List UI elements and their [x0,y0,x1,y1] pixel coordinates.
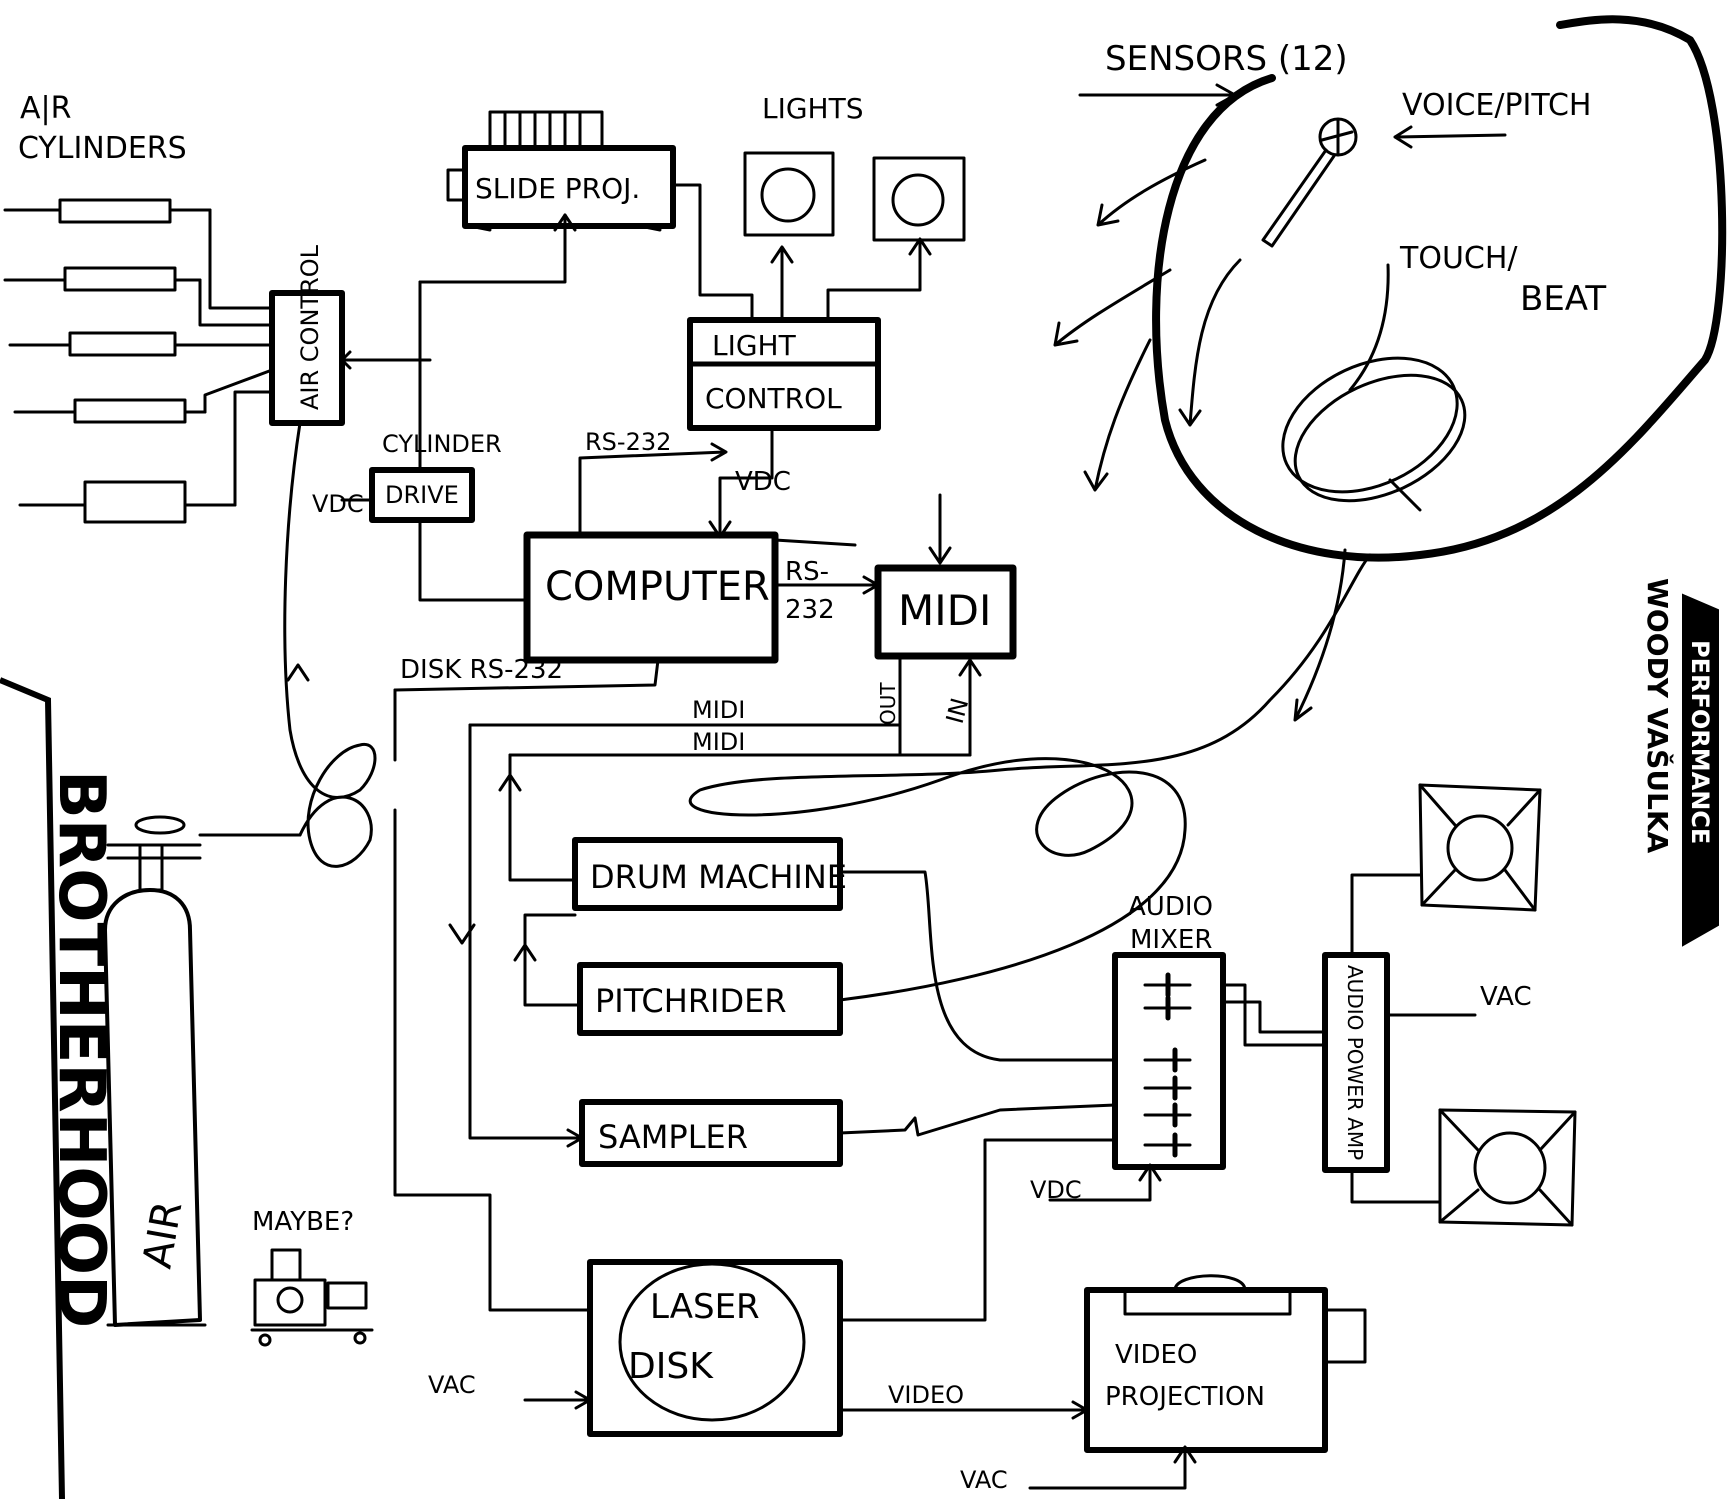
audio-power-amp-label: AUDIO POWER AMP [1343,965,1367,1160]
video-label: VIDEO [888,1381,964,1409]
sampler-label: SAMPLER [598,1118,748,1156]
air-cylinders-label: A|R [20,91,71,126]
air-cylinders-label: CYLINDERS [18,131,187,166]
midi-line-label: MIDI [692,728,745,756]
sensor-oval [1152,15,1727,562]
vac-label: VAC [428,1371,476,1399]
midi-out-label: OUT [876,682,900,725]
vac-label: VAC [1480,982,1532,1012]
cylinder-drive-box [369,467,475,523]
sensors-label: SENSORS (12) [1105,39,1348,79]
video-projection-label: PROJECTION [1105,1382,1265,1412]
video-projection-label: VIDEO [1115,1340,1197,1370]
vdc-label: VDC [1030,1176,1082,1204]
vac-label: VAC [960,1466,1008,1494]
lights-label: LIGHTS [762,92,864,125]
rs232-label: 232 [785,595,835,625]
laser-disk-player [587,1259,843,1437]
cylinder-label: CYLINDER [382,430,502,458]
touch-beat-label: TOUCH/ [1399,241,1518,276]
audio-mixer-label: AUDIO [1128,892,1213,922]
air-control-label: AIR CONTROL [296,244,324,410]
disk-rs232-label: DISK RS-232 [400,655,563,685]
rs232-label: RS- [785,557,829,587]
pitchrider-label: PITCHRIDER [595,982,787,1020]
slide-projector [446,110,676,232]
light-fixture [872,156,966,242]
brotherhood-title-block: BROTHERHOOD [0,677,118,1499]
brotherhood-title: BROTHERHOOD [44,770,118,1328]
air-cylinder [18,480,237,524]
air-cylinder [3,198,212,224]
laser-disk-label: LASER [650,1287,760,1327]
drum-machine-label: DRUM MACHINE [590,858,847,896]
slide-proj-label: SLIDE PROJ. [475,172,640,205]
computer-box [523,531,779,664]
sensor-arrows [1053,83,1507,722]
drive-label: DRIVE [385,481,459,509]
voice-pitch-label: VOICE/PITCH [1402,88,1591,123]
air-cylinder [3,266,202,292]
light-control-label: LIGHT [712,329,797,362]
rs232-label: RS-232 [585,428,671,456]
artist-name: WOODY VAŠULKA [1641,578,1675,854]
speaker [1418,783,1542,912]
speaker [1438,1108,1577,1227]
connections [283,183,1477,1490]
drum-pad [1281,356,1467,512]
audio-mixer-label: MIXER [1130,925,1212,955]
microphone [1261,117,1358,248]
air-tank-label: AIR [135,1198,192,1272]
maybe-label: MAYBE? [252,1207,354,1237]
midi-line-label: MIDI [692,696,745,724]
performance-title-block: PERFORMANCE WOODY VAŠULKA [1641,578,1719,947]
midi-box-label: MIDI [898,586,991,635]
audio-power-amp-box [1322,952,1390,1173]
laser-disk-label: DISK [628,1346,714,1387]
air-cylinder [8,331,232,357]
light-control-box [687,317,881,431]
vdc-label: VDC [312,490,364,518]
audio-mixer [1112,952,1226,1170]
air-tank [103,815,302,1327]
vdc-label: VDC [735,467,791,497]
drum-machine-box [572,837,843,911]
small-projector-sketch [250,1248,374,1347]
touch-beat-label: BEAT [1520,279,1606,319]
light-fixture [743,151,835,237]
light-control-label: CONTROL [705,382,842,415]
computer-label: COMPUTER [545,564,770,610]
video-projector [1084,1274,1367,1453]
midi-box [874,564,1017,660]
performance-title: PERFORMANCE [1686,640,1714,844]
air-cylinder [13,398,207,424]
air-cylinders [3,198,274,524]
